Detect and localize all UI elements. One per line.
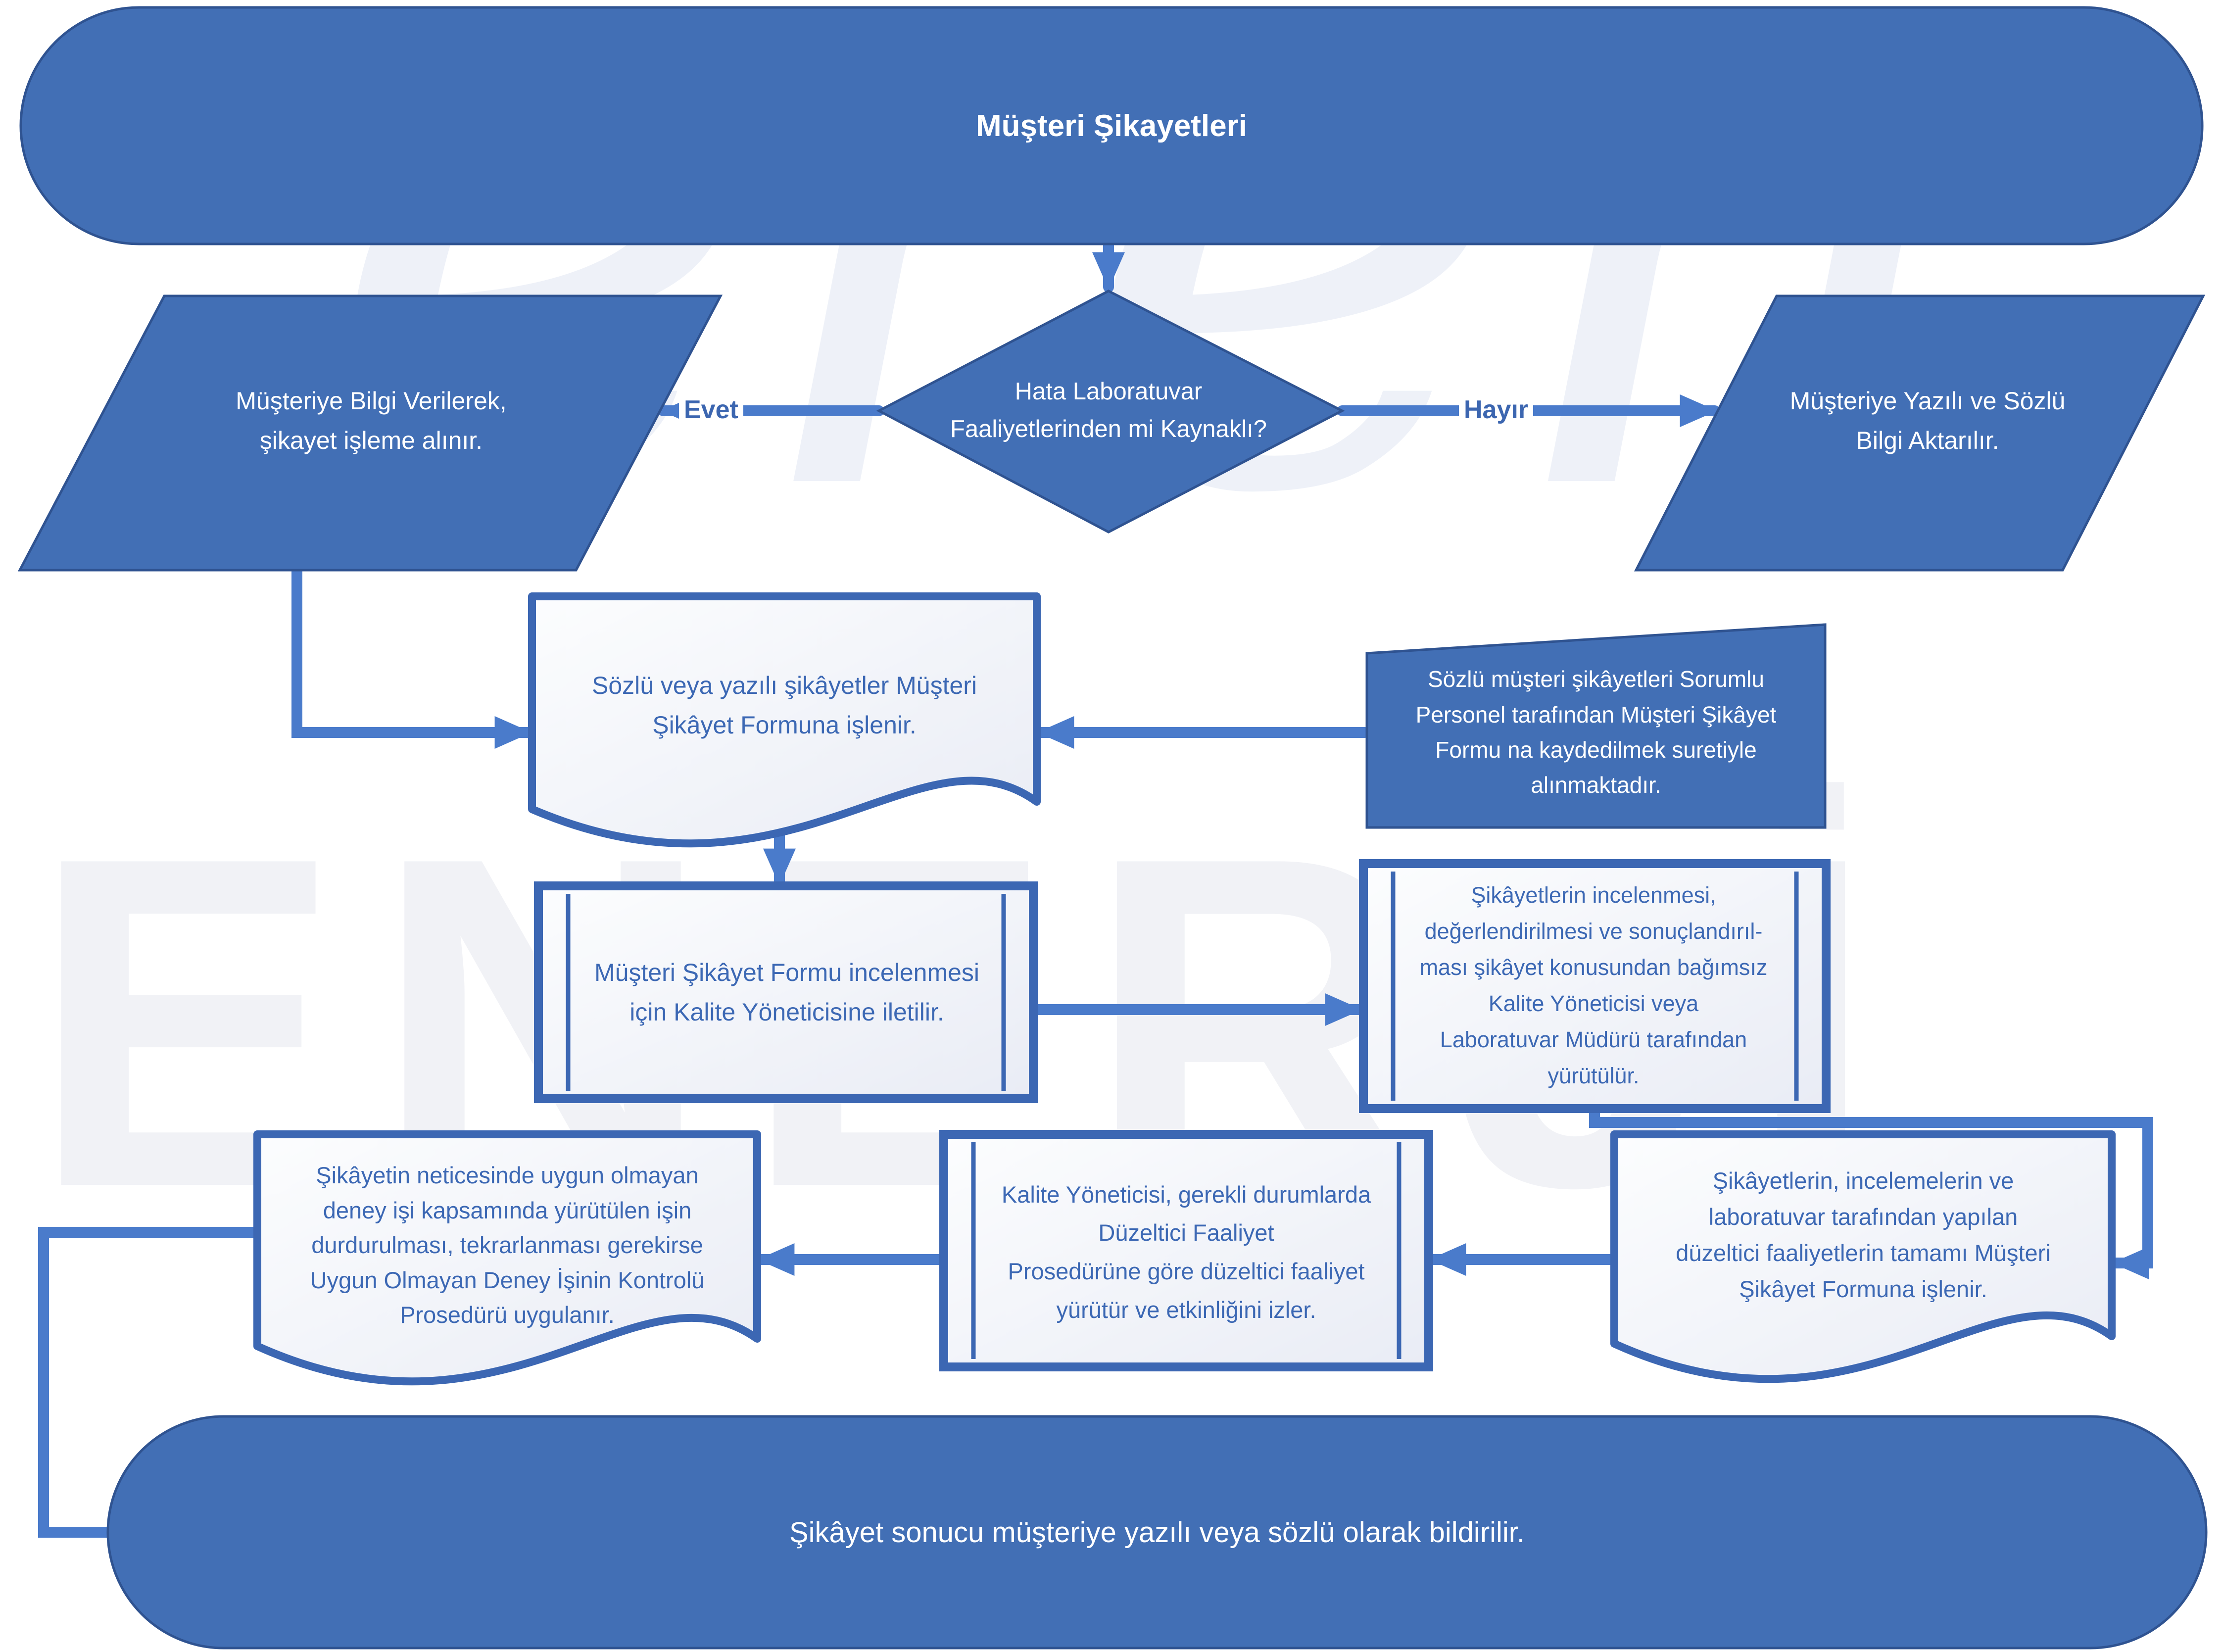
connector-yesaction-to-doc: [291, 566, 535, 749]
edge-label-evet: Evet: [679, 392, 743, 427]
corrective-shape: [939, 1130, 1433, 1371]
no-action-parallelogram-shape: [1634, 294, 2206, 572]
subprocess-inner-lines: [566, 872, 1799, 1359]
subprocess-shapes: [534, 859, 1831, 1371]
review-shape: [1359, 859, 1831, 1113]
doc-complaint-form-shape: [528, 592, 1041, 848]
document-shapes: [253, 592, 2116, 1386]
note-box-shape: [1365, 623, 1827, 829]
forward-qm-shape: [534, 881, 1038, 1103]
connector-review-to-docall: [1589, 1104, 2153, 1279]
edge-label-hayir: Hayır: [1459, 392, 1534, 427]
connector-nonconforming-to-end: [38, 1227, 262, 1549]
end-terminator-shape: [106, 1415, 2208, 1650]
doc-all-records-shape: [1610, 1130, 2116, 1383]
doc-nonconforming-shape: [253, 1130, 761, 1386]
start-terminator-shape: [19, 6, 2204, 245]
yes-action-parallelogram-shape: [17, 294, 723, 572]
blue-shapes: [17, 6, 2208, 1650]
decision-diamond-shape: [876, 290, 1345, 534]
